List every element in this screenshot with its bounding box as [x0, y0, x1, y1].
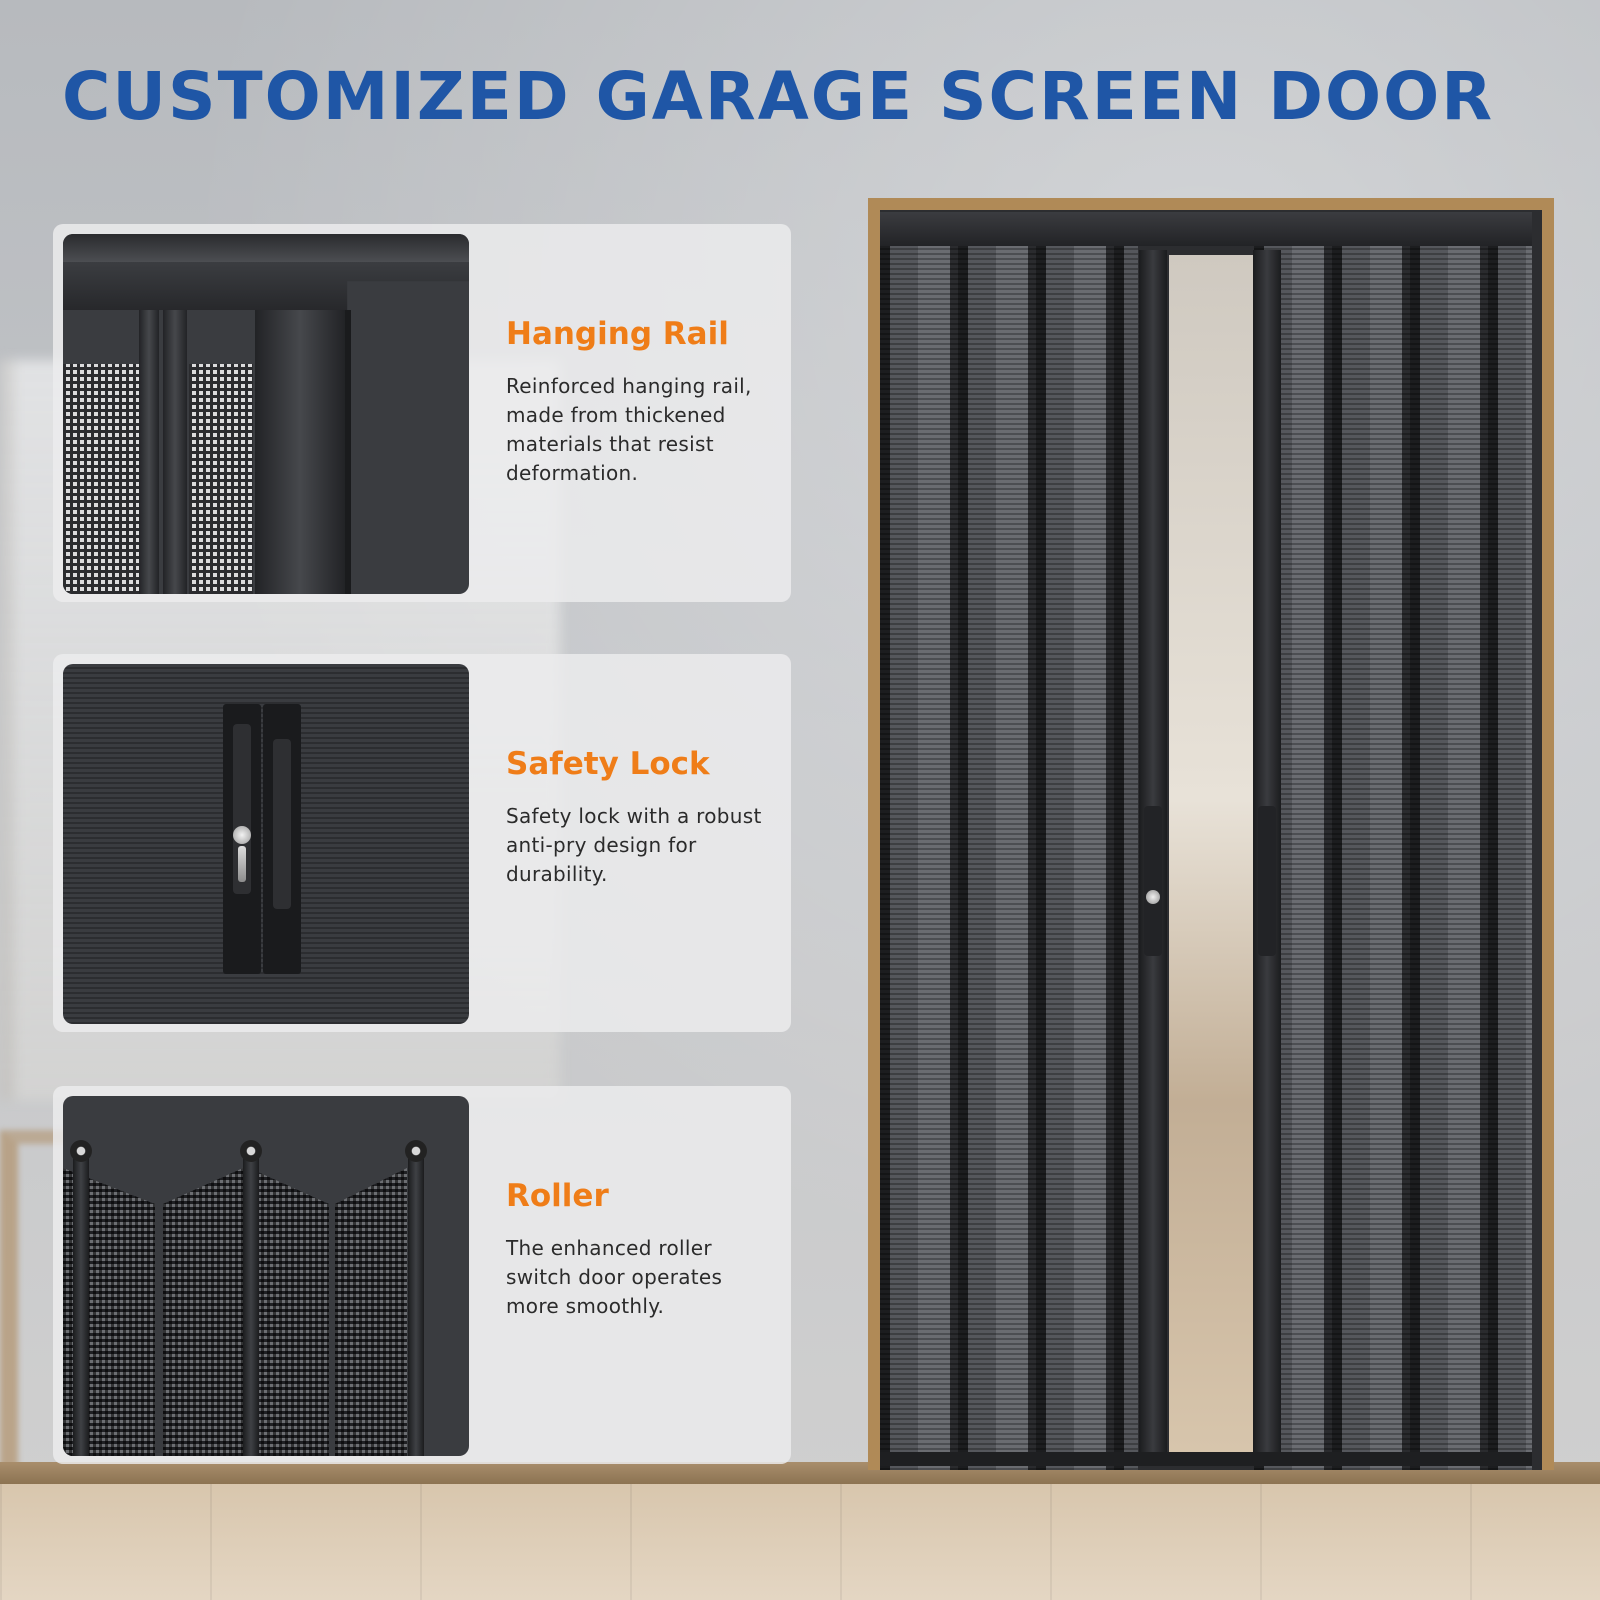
door-hanging-rail — [880, 212, 1532, 246]
roller-wheel-icon — [70, 1140, 92, 1162]
lock-icon — [233, 826, 251, 844]
wood-floor — [0, 1484, 1600, 1600]
feature-card-hanging-rail: Hanging Rail Reinforced hanging rail, ma… — [53, 224, 791, 602]
door-panels-left — [880, 246, 1138, 1470]
door-bottom-track — [880, 1452, 1532, 1466]
feature-heading: Safety Lock — [506, 746, 710, 782]
door-panels-right — [1254, 246, 1532, 1470]
feature-description: Reinforced hanging rail, made from thick… — [506, 374, 752, 485]
hanging-rail-photo — [63, 234, 469, 594]
feature-heading: Roller — [506, 1178, 609, 1214]
door-lock-icon — [1146, 890, 1160, 904]
feature-description: Safety lock with a robust anti-pry desig… — [506, 804, 762, 886]
page-title: CUSTOMIZED GARAGE SCREEN DOOR — [62, 58, 1495, 135]
safety-lock-photo — [63, 664, 469, 1024]
feature-card-roller: Roller The enhanced roller switch door o… — [53, 1086, 791, 1464]
roller-wheel-icon — [240, 1140, 262, 1162]
door-opening — [1169, 255, 1253, 1465]
feature-card-safety-lock: Safety Lock Safety lock with a robust an… — [53, 654, 791, 1032]
feature-heading: Hanging Rail — [506, 316, 729, 352]
feature-description: The enhanced roller switch door operates… — [506, 1236, 723, 1318]
roller-wheel-icon — [405, 1140, 427, 1162]
key-icon — [238, 846, 246, 882]
roller-photo — [63, 1096, 469, 1456]
door-handle-right — [1258, 806, 1276, 956]
door-handle-left — [1144, 806, 1162, 956]
